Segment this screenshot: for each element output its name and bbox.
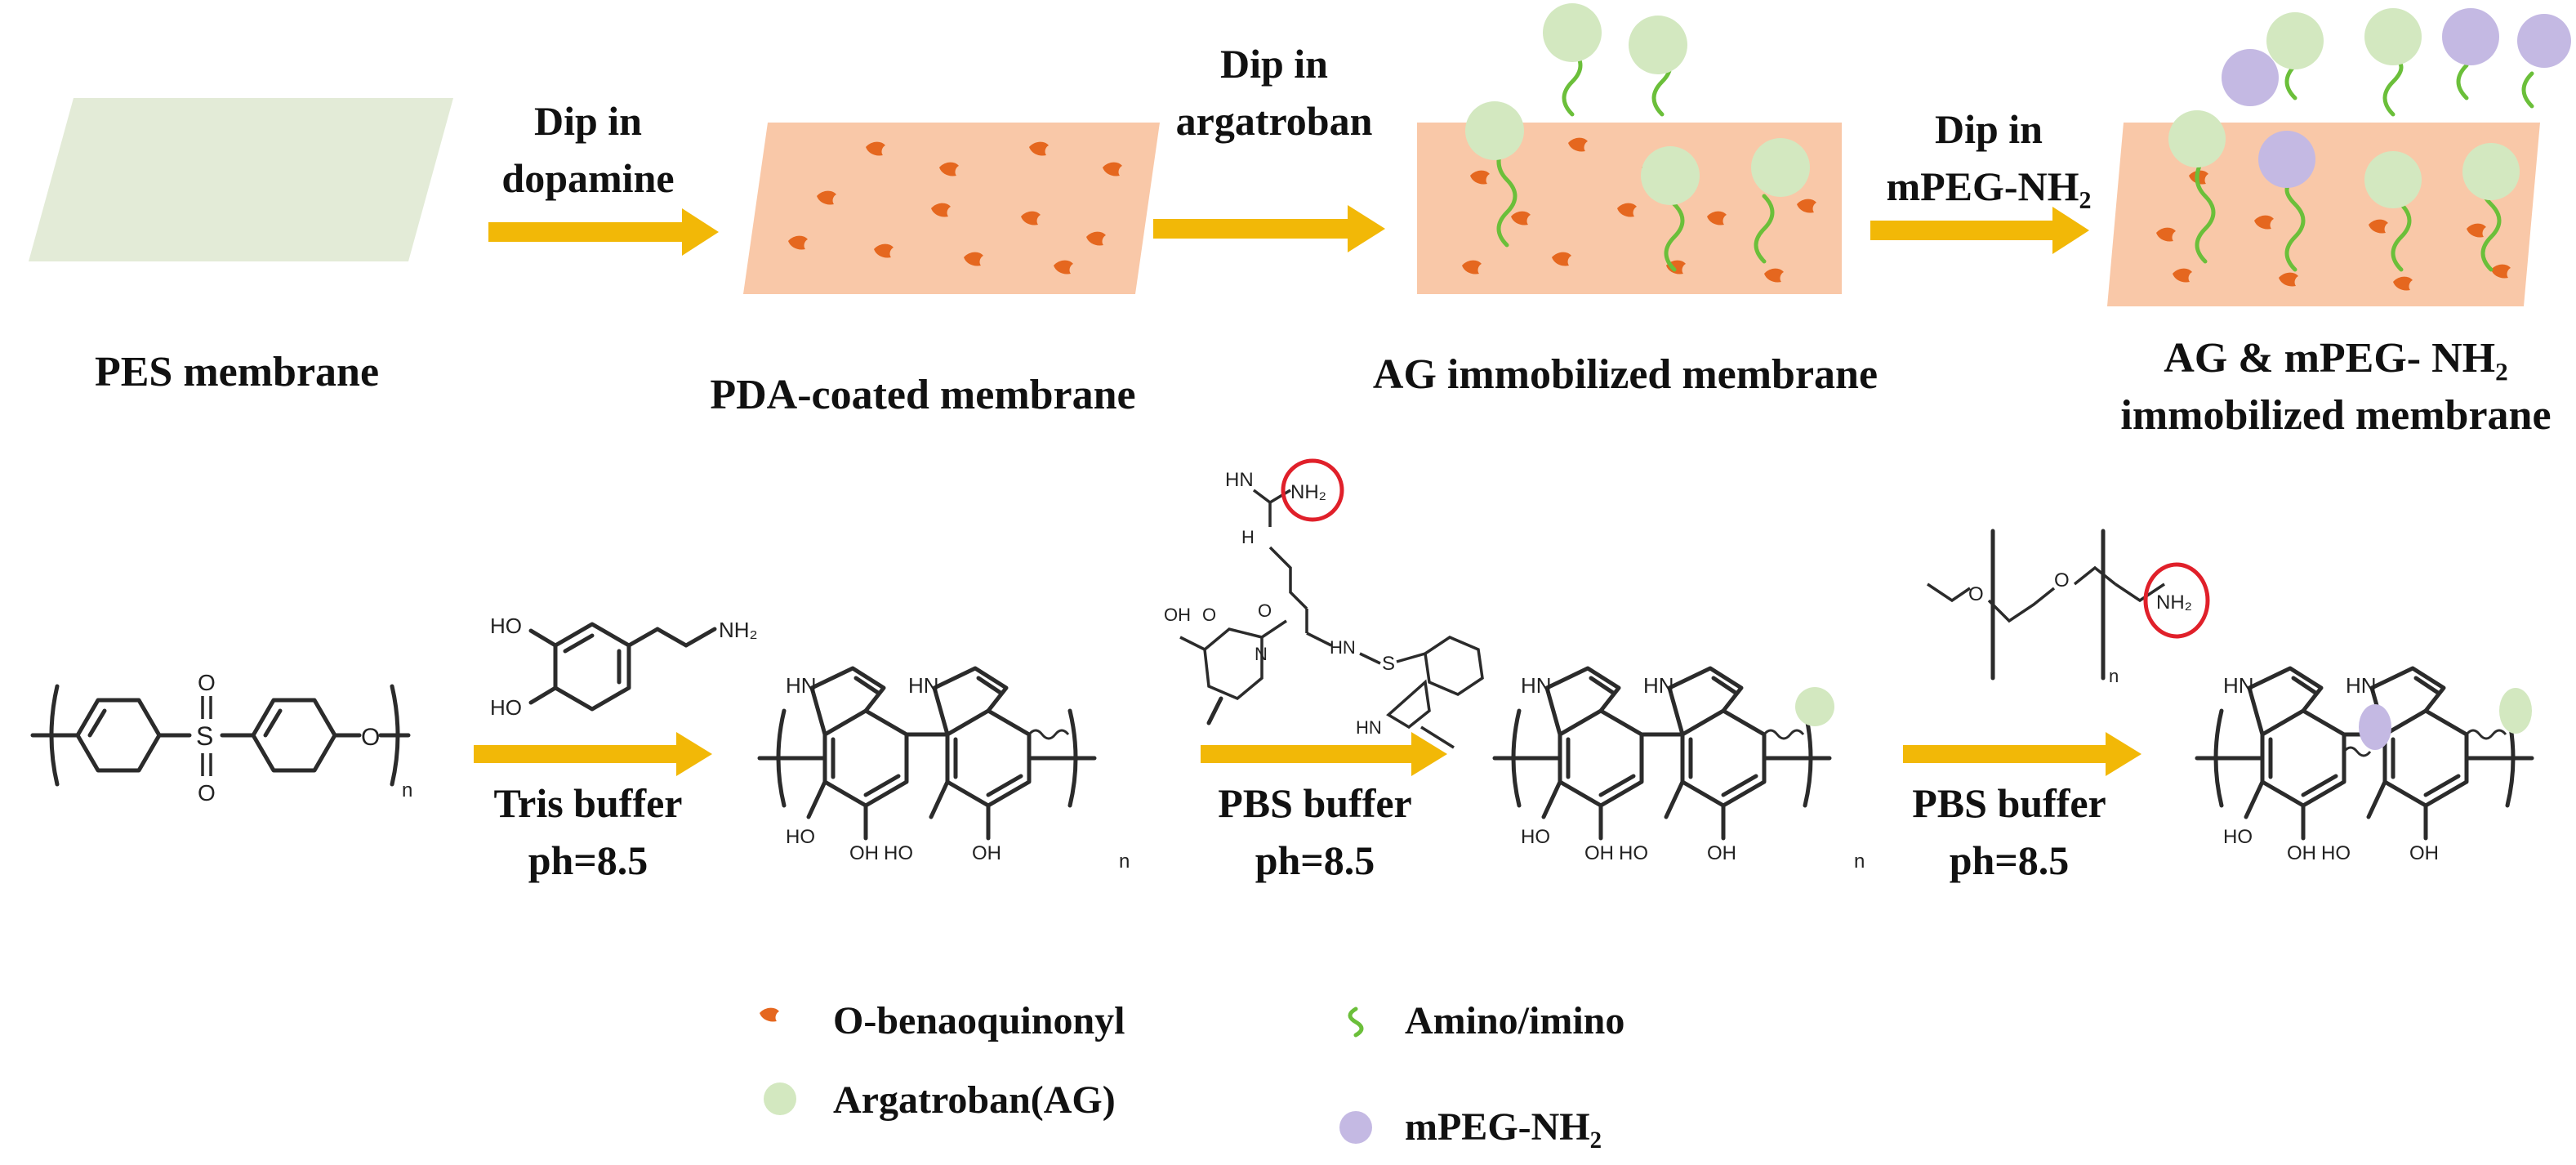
pda-oh-1: OH — [849, 842, 879, 864]
arg-o-acid: O — [1202, 605, 1216, 625]
pes-structure: S O O O n — [30, 670, 412, 806]
mpeg-o-1: O — [1968, 583, 1984, 605]
pes-membrane-sheet — [29, 98, 453, 261]
mpeg-arrow — [1870, 207, 2089, 254]
o-benzoquinonyl-mark-icon — [760, 1007, 779, 1022]
pbs2-ph-label: ph=8.5 — [1950, 837, 2070, 883]
pda-ag-mpeg-structure: HN HN HO OH HO OH — [2197, 668, 2532, 864]
arg-nh2-highlight — [1281, 458, 1344, 522]
mpeg-n: n — [2109, 666, 2119, 686]
legend-quinonyl-label: O-benaoquinonyl — [833, 999, 1125, 1042]
pda-coated-membrane-sheet — [743, 123, 1160, 294]
arg-nh2: NH₂ — [1290, 481, 1326, 503]
mpeg-ball-icon — [1339, 1111, 1372, 1144]
mpeg-nh2-highlight — [2143, 562, 2210, 639]
step-dopamine-line1: Dip in — [534, 98, 642, 144]
arg-s: S — [1382, 653, 1395, 675]
step-argatroban-line1: Dip in — [1220, 41, 1328, 87]
pda-agm-hn-2: HN — [2346, 673, 2377, 698]
step-mpeg-line2: mPEG-NH₂ — [1886, 163, 2091, 209]
step-mpeg-line1: Dip in — [1935, 106, 2043, 152]
legend-argatroban-label: Argatroban(AG) — [833, 1078, 1116, 1122]
pda-hn-2: HN — [908, 673, 939, 698]
arg-hn: HN — [1225, 469, 1254, 491]
arg-o-carbonyl: O — [1258, 600, 1272, 621]
pda-ag-oh-2: OH — [1707, 842, 1736, 864]
arg-nh: H — [1241, 527, 1255, 547]
argatroban-arrow — [1153, 205, 1385, 252]
step-argatroban-line2: argatroban — [1176, 98, 1373, 144]
pes-s-atom: S — [196, 721, 213, 751]
dopamine-ho-1: HO — [490, 614, 522, 638]
mpeg-o-2: O — [2054, 569, 2070, 591]
ag-mpeg-label-line1: AG & mPEG- NH₂ — [2164, 335, 2507, 382]
pda-ag-ho-2: HO — [1619, 842, 1648, 864]
pes-membrane-label: PES membrane — [95, 349, 379, 395]
pda-n: n — [1119, 850, 1130, 873]
pda-ho-2: HO — [884, 842, 913, 864]
pes-n: n — [402, 779, 412, 801]
argatroban-structure: HN NH₂ H HN S HN O N OH O — [1164, 458, 1484, 749]
pda-membrane-label: PDA-coated membrane — [710, 372, 1135, 418]
legend: O-benaoquinonyl Amino/imino Argatroban(A… — [760, 999, 1624, 1149]
pda-agm-oh-2: OH — [2409, 842, 2439, 864]
dopamine-ho-2: HO — [490, 695, 522, 720]
mpeg-nh2: NH₂ — [2156, 591, 2192, 614]
pda-agm-hn-1: HN — [2223, 673, 2254, 698]
pda-ag-oh-1: OH — [1584, 842, 1614, 864]
ag-mpeg-label-line2: immobilized membrane — [2120, 392, 2551, 439]
pda-hn-1: HN — [786, 673, 817, 698]
pbs1-ph-label: ph=8.5 — [1255, 837, 1375, 883]
dopamine-nh2: NH₂ — [719, 618, 758, 642]
dopamine-arrow — [488, 208, 719, 256]
pda-ag-hn-1: HN — [1521, 673, 1552, 698]
mpeg-structure: O O n NH₂ — [1927, 529, 2210, 686]
tris-arrow — [474, 732, 712, 776]
pda-ag-structure: HN HN HO OH HO OH n — [1495, 668, 1865, 873]
pda-ho-1: HO — [786, 826, 815, 848]
pes-o-top: O — [198, 670, 216, 695]
step-dopamine-line2: dopamine — [501, 155, 674, 201]
pbs1-buffer-label: PBS buffer — [1218, 780, 1412, 826]
pda-agm-ho-2: HO — [2321, 842, 2351, 864]
tris-ph-label: ph=8.5 — [528, 837, 648, 883]
pda-ag-hn-2: HN — [1643, 673, 1674, 698]
pda-oh-2: OH — [972, 842, 1001, 864]
tris-buffer-label: Tris buffer — [494, 780, 683, 826]
argatroban-ball-icon — [764, 1082, 796, 1115]
legend-amino-label: Amino/imino — [1405, 999, 1624, 1042]
pbs-arrow-2 — [1903, 732, 2141, 776]
pes-o-bottom: O — [198, 780, 216, 806]
pda-ag-n: n — [1854, 850, 1865, 873]
pda-agm-ho-1: HO — [2223, 826, 2253, 848]
pbs2-buffer-label: PBS buffer — [1912, 780, 2106, 826]
pda-structure: HN HN HO OH HO OH n — [760, 668, 1130, 873]
ag-chains — [1465, 3, 1810, 272]
amino-imino-chain-icon — [1348, 1007, 1364, 1038]
ag-membrane-label: AG immobilized membrane — [1373, 351, 1878, 398]
pda-agm-oh-1: OH — [2287, 842, 2316, 864]
dopamine-structure: NH₂ HO HO — [490, 614, 758, 720]
ag-mpeg-membrane-sheet — [2107, 123, 2540, 306]
arg-hn-sulfonyl: HN — [1330, 637, 1356, 658]
arg-oh: OH — [1164, 605, 1191, 625]
pes-o-ether: O — [361, 724, 380, 751]
ag-mpeg-chains — [2168, 8, 2571, 272]
pbs-arrow-1 — [1201, 732, 1447, 776]
arg-n-ring: N — [1255, 644, 1268, 664]
arg-hn-ring: HN — [1356, 717, 1382, 738]
pda-ag-ho-1: HO — [1521, 826, 1550, 848]
legend-mpeg-label: mPEG-NH₂ — [1405, 1105, 1602, 1149]
